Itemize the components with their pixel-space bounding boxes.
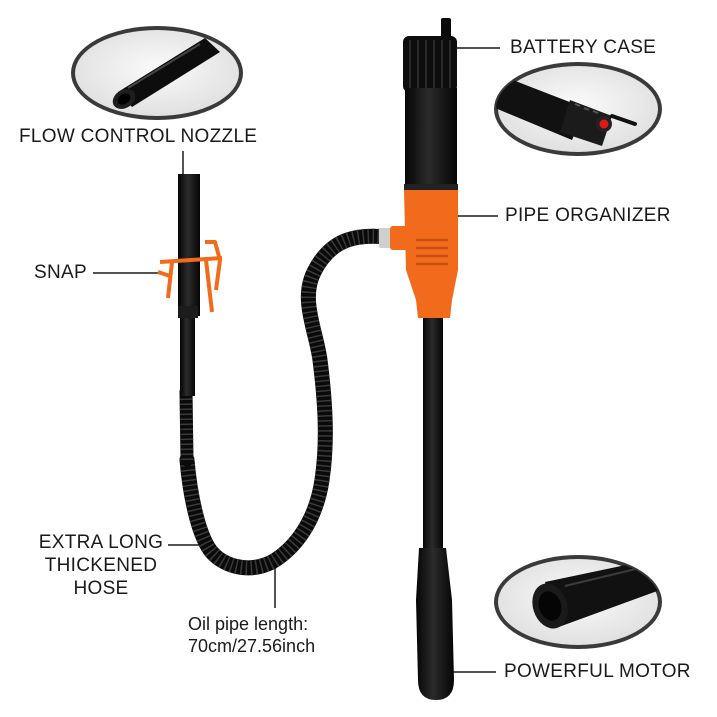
- battery-cap-closeup-icon: [496, 75, 637, 146]
- leader-lines: [93, 47, 500, 673]
- battery-closeup-inset: [494, 62, 662, 156]
- flow-control-nozzle: [178, 174, 200, 396]
- hose-label-line2: THICKENED: [44, 554, 158, 576]
- powerful-motor-label: POWERFUL MOTOR: [504, 661, 691, 682]
- pipe-length-line2: 70cm/27.56inch: [188, 635, 316, 656]
- hose-label-line1: EXTRA LONG: [38, 532, 164, 553]
- pipe-length-note: Oil pipe length: 70cm/27.56inch: [188, 614, 315, 657]
- nozzle-tube-closeup-icon: [112, 38, 220, 109]
- corrugated-hose: [179, 226, 408, 576]
- nozzle-closeup-inset: [71, 26, 243, 120]
- hose-label: EXTRA LONG THICKENED HOSE: [30, 532, 172, 600]
- snap-label: SNAP: [34, 262, 87, 283]
- pipe-organizer-label: PIPE ORGANIZER: [505, 205, 671, 226]
- hose-label-line3: HOSE: [73, 577, 129, 599]
- motor-tip-closeup-icon: [532, 560, 660, 629]
- motor-closeup-inset: [494, 555, 662, 649]
- snap-clip: [157, 240, 223, 313]
- flow-control-nozzle-label: FLOW CONTROL NOZZLE: [19, 126, 258, 147]
- pipe-length-line1: Oil pipe length:: [188, 614, 309, 634]
- pump-body: [403, 18, 458, 700]
- battery-case-label: BATTERY CASE: [510, 37, 657, 58]
